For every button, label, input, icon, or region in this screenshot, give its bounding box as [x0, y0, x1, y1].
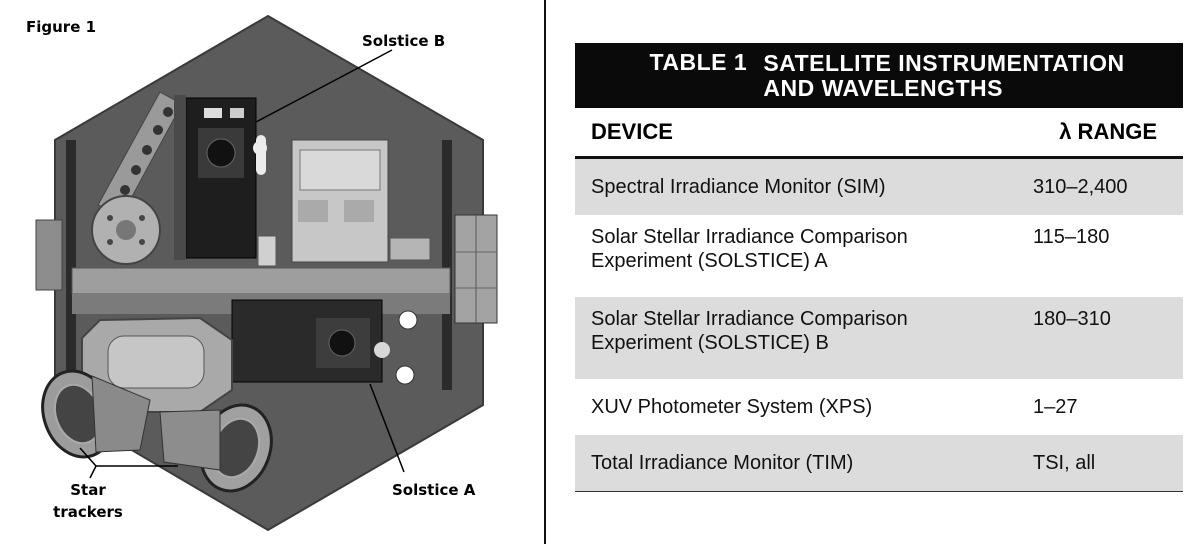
device-line-1: Solar Stellar Irradiance Comparison	[591, 308, 908, 330]
range-cell: 1–27	[1033, 396, 1078, 418]
figure-panel: Figure 1 Solstice B Solstice A Star trac…	[0, 0, 545, 544]
right-rail	[442, 140, 452, 390]
table-title: SATELLITE INSTRUMENTATION AND WAVELENGTH…	[763, 49, 1125, 101]
table-title-line-2: AND WAVELENGTHS	[763, 74, 1003, 101]
table-title-bar: TABLE 1 SATELLITE INSTRUMENTATION AND WA…	[575, 43, 1183, 108]
leader-solstice-b	[255, 49, 393, 123]
instrumentation-table: TABLE 1 SATELLITE INSTRUMENTATION AND WA…	[575, 43, 1183, 492]
column-header-device: DEVICE	[591, 119, 673, 144]
device-cell: Spectral Irradiance Monitor (SIM)	[591, 176, 886, 198]
callout-solstice-a: Solstice A	[392, 481, 476, 499]
range-cell: 115–180	[1033, 226, 1110, 248]
device-cell: Total Irradiance Monitor (TIM)	[591, 452, 854, 474]
leader-solstice-a	[369, 383, 405, 473]
table-number: TABLE 1	[649, 49, 748, 75]
range-cell: 310–2,400	[1033, 176, 1128, 198]
star-tracker-right	[159, 403, 273, 493]
table-row: Solar Stellar Irradiance Comparison Expe…	[575, 297, 1183, 379]
satellite-drawing	[35, 14, 498, 532]
table-bottom-rule	[575, 491, 1183, 492]
range-cell: TSI, all	[1033, 452, 1096, 474]
device-line-1: Solar Stellar Irradiance Comparison	[591, 226, 908, 248]
table-row: XUV Photometer System (XPS) 1–27	[575, 379, 1183, 435]
figure-label: Figure 1	[26, 18, 97, 36]
callout-solstice-b: Solstice B	[362, 32, 446, 50]
device-line-2: Experiment (SOLSTICE) B	[591, 332, 829, 354]
device-cell: Solar Stellar Irradiance Comparison Expe…	[575, 225, 908, 273]
range-cell: 180–310	[1033, 308, 1111, 330]
callout-star-trackers: Star trackers	[53, 481, 123, 521]
table-row: Total Irradiance Monitor (TIM) TSI, all	[575, 435, 1183, 491]
table-header: DEVICE λ RANGE	[575, 108, 1183, 159]
column-header-range: λ RANGE	[1059, 119, 1157, 144]
left-rail	[66, 140, 76, 390]
device-cell: Solar Stellar Irradiance Comparison Expe…	[575, 307, 908, 355]
left-side-panel	[35, 219, 63, 291]
table-row: Solar Stellar Irradiance Comparison Expe…	[575, 215, 1183, 297]
deck-beam	[71, 267, 451, 295]
table-row: Spectral Irradiance Monitor (SIM) 310–2,…	[575, 159, 1183, 215]
device-line-2: Experiment (SOLSTICE) A	[591, 250, 828, 272]
divider	[544, 0, 546, 544]
device-cell: XUV Photometer System (XPS)	[591, 396, 873, 418]
table-title-line-1: SATELLITE INSTRUMENTATION	[763, 49, 1125, 76]
star-tracker-left	[41, 369, 151, 459]
